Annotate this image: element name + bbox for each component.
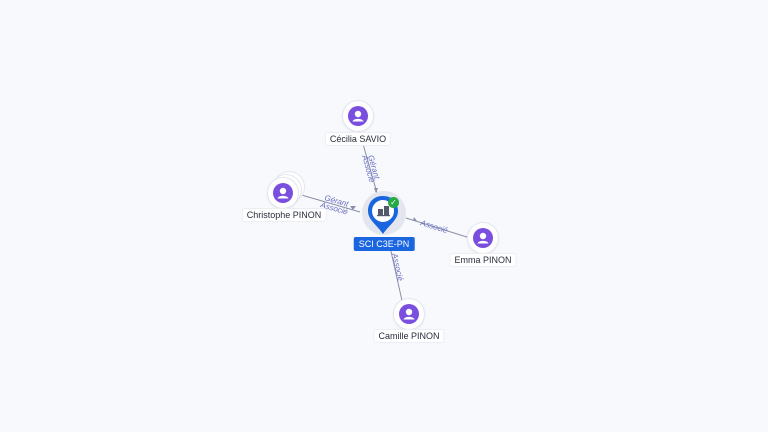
person-node-cecilia[interactable] bbox=[343, 101, 373, 131]
edge-christophe bbox=[297, 193, 361, 213]
company-label[interactable]: SCI C3E-PN bbox=[353, 237, 415, 251]
person-icon bbox=[399, 304, 419, 324]
person-node-christophe[interactable] bbox=[268, 178, 298, 208]
person-label-christophe[interactable]: Christophe PINON bbox=[242, 209, 326, 221]
person-label-emma[interactable]: Emma PINON bbox=[450, 254, 516, 266]
arrow-cecilia bbox=[374, 188, 378, 193]
person-icon bbox=[348, 106, 368, 126]
edge-label-camille-0: Associé bbox=[390, 251, 405, 282]
person-label-cecilia[interactable]: Cécilia SAVIO bbox=[325, 133, 391, 145]
edge-label-emma-0: Associé bbox=[418, 218, 449, 235]
edge-emma bbox=[405, 217, 471, 239]
person-icon bbox=[273, 183, 293, 203]
person-node-camille[interactable] bbox=[394, 299, 424, 329]
building-icon bbox=[377, 206, 390, 217]
person-icon bbox=[473, 228, 493, 248]
person-label-camille[interactable]: Camille PINON bbox=[374, 330, 444, 342]
arrow-christophe bbox=[350, 206, 356, 210]
check-badge-icon: ✓ bbox=[388, 197, 399, 208]
arrow-emma bbox=[413, 217, 417, 221]
person-node-emma[interactable] bbox=[468, 223, 498, 253]
